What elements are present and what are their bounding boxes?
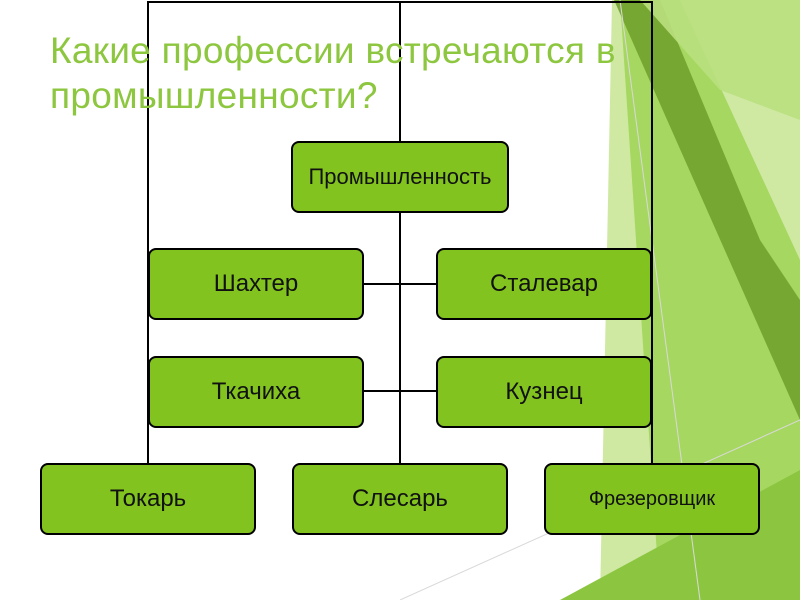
decor-shape-light (640, 0, 800, 120)
node-root: Промышленность (291, 141, 509, 213)
node-frezerovshchik: Фрезеровщик (544, 463, 760, 535)
node-slesar: Слесарь (292, 463, 508, 535)
node-shakhter: Шахтер (148, 248, 364, 320)
decor-shape-dark (614, 0, 800, 420)
slide-title: Какие профессии встречаются в промышленн… (50, 30, 616, 116)
node-tkachikha: Ткачиха (148, 356, 364, 428)
node-stalevar: Сталевар (436, 248, 652, 320)
node-kuznets: Кузнец (436, 356, 652, 428)
node-tokar: Токарь (40, 463, 256, 535)
decor-shape-middle (620, 0, 800, 600)
